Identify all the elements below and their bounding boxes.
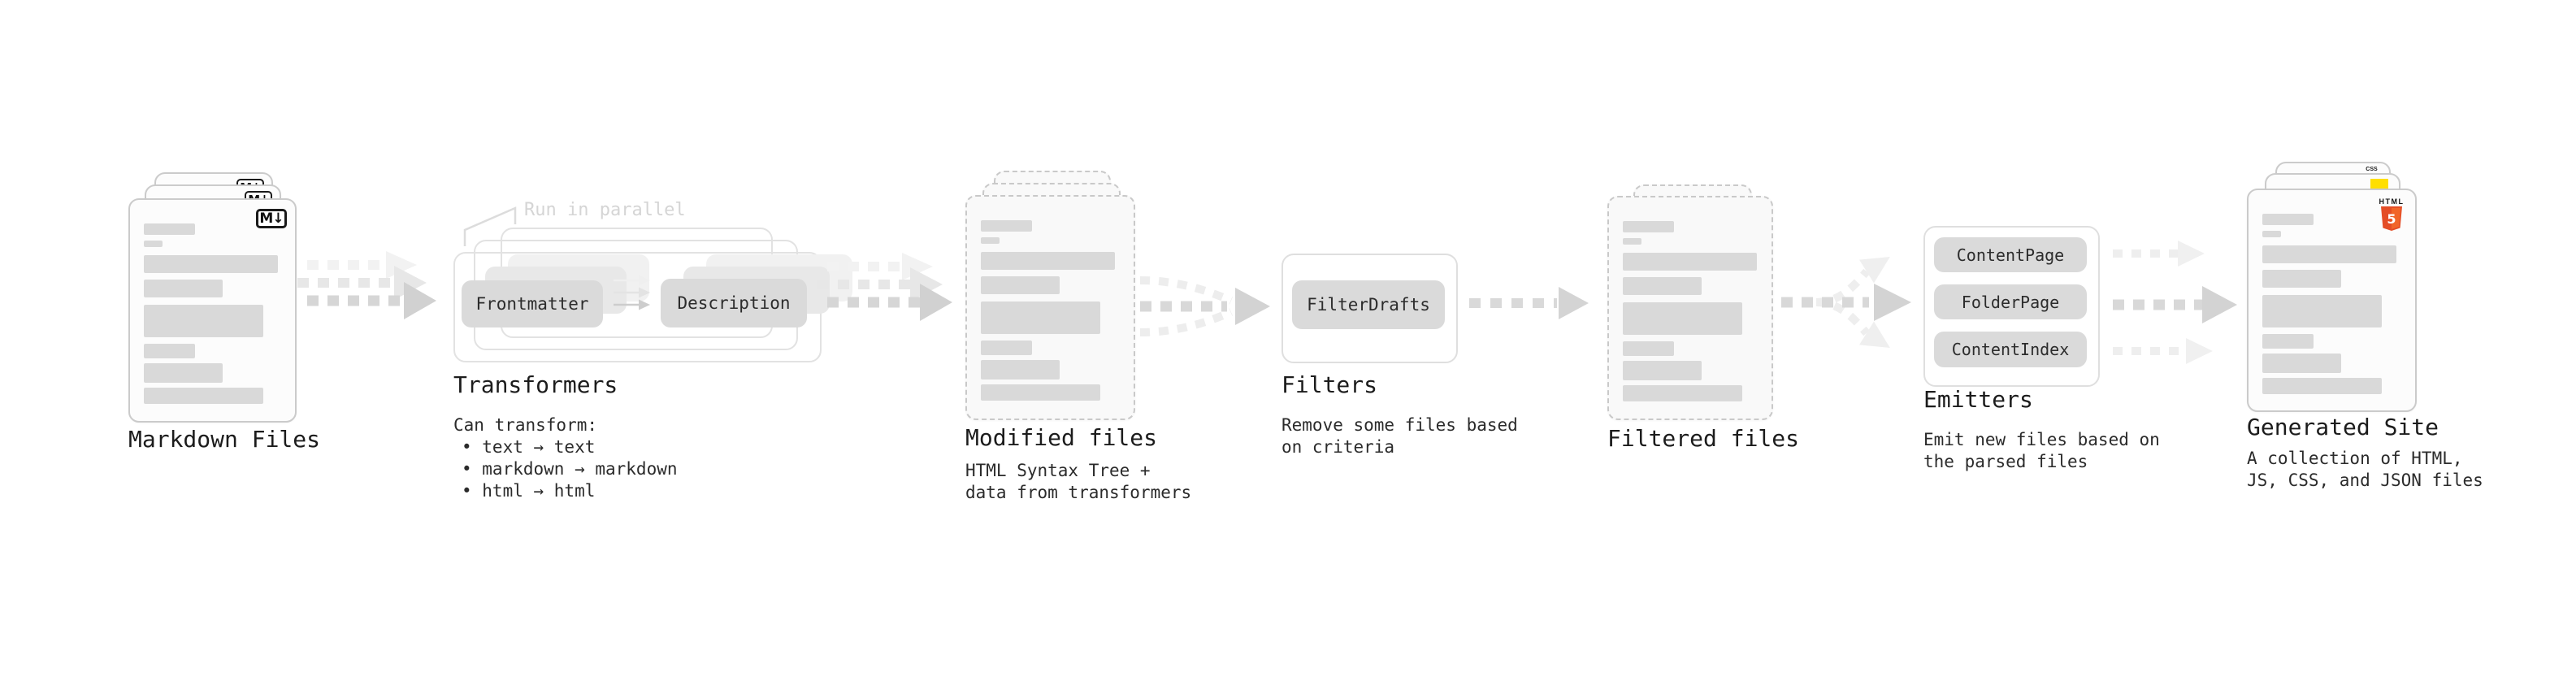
text-placeholder-bar [1623,221,1674,232]
text-placeholder-bar [144,363,223,383]
text-placeholder-bar [144,255,278,273]
text-placeholder-bar [2262,334,2314,349]
stage-title-transformers: Transformers [453,371,618,398]
text-placeholder-bar [144,280,223,297]
flow-arrow-filtered-to-emitters [1781,256,1911,349]
text-placeholder-bar [2262,378,2382,394]
modified-file-card-front [965,195,1135,420]
contentindex-pill: ContentIndex [1934,332,2087,367]
flow-arrow-filters-to-filtered [1469,287,1589,319]
filtered-file-card-front [1607,196,1773,420]
flow-arrow-transformers-to-modified [817,253,952,321]
svg-text:5: 5 [2387,211,2396,227]
text-placeholder-bar [2262,354,2341,373]
transformers-description: Can transform: • text → text • markdown … [453,414,678,502]
filters-description: Remove some files based on criteria [1281,414,1518,458]
text-placeholder-bar [144,344,195,358]
modified-subtitle-line: HTML Syntax Tree + [965,461,1151,480]
text-placeholder-bar [1623,361,1702,380]
text-placeholder-bar [981,237,1000,244]
transformers-bullet: • text → text [462,437,596,457]
transform-arrows [614,275,650,310]
text-placeholder-bar [981,340,1032,355]
generated-subtitle-line: JS, CSS, and JSON files [2247,471,2483,490]
transformers-bullet: • html → html [462,481,596,501]
stage-title-emitters: Emitters [1923,386,2033,413]
text-placeholder-bar [981,220,1032,232]
filters-subtitle-line: Remove some files based [1281,415,1518,435]
emitters-description: Emit new files based on the parsed files [1923,429,2160,473]
filters-subtitle-line: on criteria [1281,437,1395,457]
text-placeholder-bar [981,301,1100,334]
text-placeholder-bar [144,241,163,247]
filterdrafts-pill: FilterDrafts [1292,280,1445,329]
markdown-file-card-front: M↓ [128,198,297,423]
stage-title-modified-files: Modified files [965,424,1158,451]
text-placeholder-bar [2262,231,2281,237]
emitters-subtitle-line: Emit new files based on [1923,430,2160,449]
stage-title-generated-site: Generated Site [2247,414,2439,440]
text-placeholder-bar [1623,385,1742,401]
text-placeholder-bar [1623,302,1742,335]
text-placeholder-bar [1623,341,1674,356]
emitters-subtitle-line: the parsed files [1923,452,2088,471]
text-placeholder-bar [144,305,263,337]
js-icon [2370,179,2388,189]
note-leader-line [463,206,517,246]
html5-icon: HTML 5 [2378,197,2405,234]
flow-arrow-markdown-to-transformers [297,251,436,319]
description-pill: Description [661,279,807,327]
text-placeholder-bar [981,276,1060,294]
text-placeholder-bar [1623,238,1641,245]
transformers-desc-heading: Can transform: [453,415,598,435]
stage-title-markdown-files: Markdown Files [128,426,321,453]
text-placeholder-bar [1623,277,1702,295]
transformers-bullet: • markdown → markdown [462,459,678,479]
frontmatter-pill: Frontmatter [462,280,603,327]
text-placeholder-bar [2262,214,2314,225]
flow-arrow-emitters-to-generated [2113,241,2237,364]
generated-site-description: A collection of HTML, JS, CSS, and JSON … [2247,448,2483,492]
text-placeholder-bar [1623,253,1757,271]
modified-files-description: HTML Syntax Tree + data from transformer… [965,460,1191,504]
folderpage-pill: FolderPage [1934,284,2087,319]
text-placeholder-bar [144,223,195,235]
text-placeholder-bar [2262,245,2396,263]
run-in-parallel-note: Run in parallel [524,200,686,220]
text-placeholder-bar [144,388,263,404]
stage-title-filtered-files: Filtered files [1607,425,1800,452]
generated-file-card-html: HTML 5 [2247,189,2417,412]
text-placeholder-bar [2262,270,2341,288]
generated-subtitle-line: A collection of HTML, [2247,449,2463,468]
modified-subtitle-line: data from transformers [965,483,1192,502]
text-placeholder-bar [981,384,1100,401]
text-placeholder-bar [2262,295,2382,327]
flow-arrow-modified-to-filters [1139,276,1270,336]
text-placeholder-bar [981,252,1115,270]
markdown-icon: M↓ [256,209,287,228]
stage-title-filters: Filters [1281,371,1378,398]
text-placeholder-bar [981,360,1060,380]
contentpage-pill: ContentPage [1934,237,2087,272]
